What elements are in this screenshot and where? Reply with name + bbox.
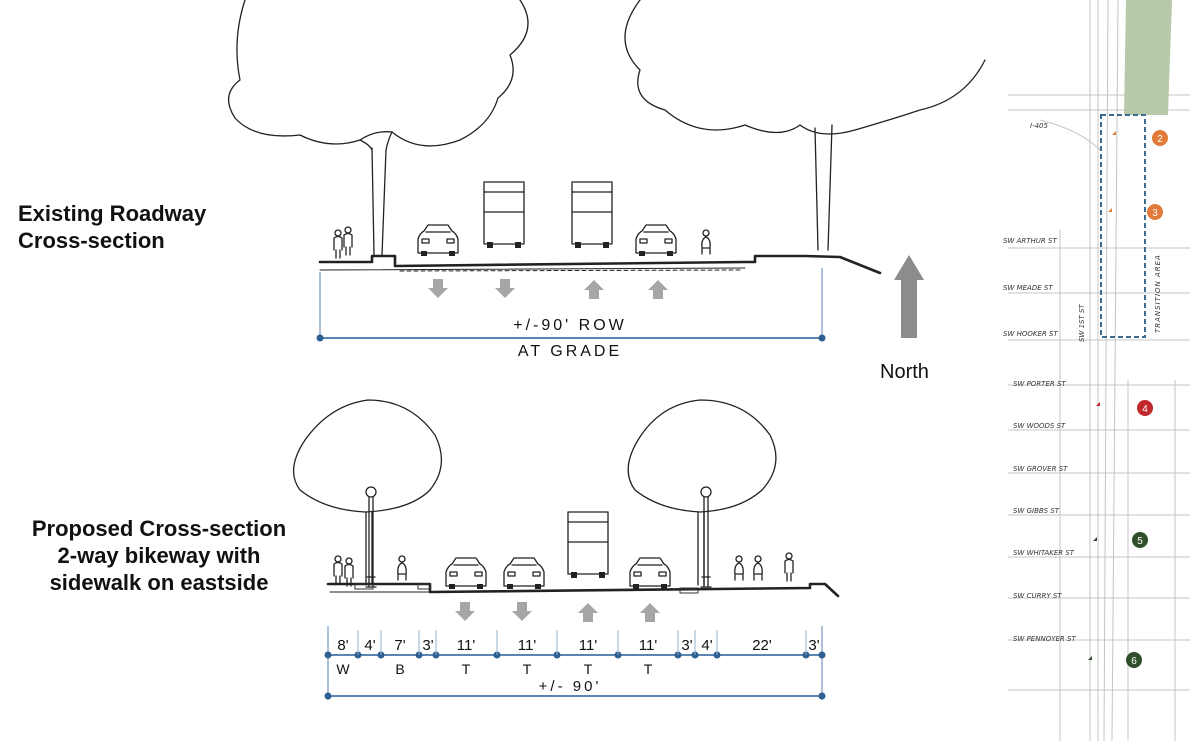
proposed-cross-section: 8' 4' 7' 3' 11' 11' 11' 11' 3' 4' 22' 3'… <box>293 399 840 700</box>
existing-grade-label: AT GRADE <box>518 343 622 360</box>
street-label: SW GROVER ST <box>1013 465 1068 473</box>
transition-area-label: TRANSITION AREA <box>1154 254 1162 333</box>
width-label: 11' <box>518 637 537 654</box>
proposed-width-labels: 8' 4' 7' 3' 11' 11' 11' 11' 3' 4' 22' 3' <box>337 637 819 654</box>
existing-section-title: Existing Roadway Cross-section <box>18 200 206 254</box>
street-label: SW PORTER ST <box>1013 380 1066 388</box>
north-arrow-icon <box>894 255 924 338</box>
proposed-code-labels: W B T T T T <box>336 661 652 677</box>
marker-number: 5 <box>1137 536 1143 547</box>
proposed-dimension-line <box>324 626 826 700</box>
existing-arrow-3 <box>584 280 604 299</box>
street-label: SW CURRY ST <box>1013 592 1062 600</box>
proposed-left-tree <box>293 399 442 586</box>
width-label: 11' <box>579 637 598 654</box>
existing-left-tree <box>228 0 529 256</box>
marker-number: 4 <box>1142 404 1148 415</box>
width-label: 8' <box>337 637 348 654</box>
proposed-title-line2: 2-way bikeway with <box>57 543 261 568</box>
width-label: 3' <box>422 637 433 654</box>
code-label: T <box>644 661 653 677</box>
map-marker-5[interactable]: 5 <box>1132 532 1148 548</box>
marker-number: 2 <box>1157 134 1163 145</box>
right-lamp-icon <box>700 486 712 588</box>
proposed-title-line3: sidewalk on eastside <box>49 570 269 595</box>
transition-area-box <box>1100 114 1146 338</box>
street-label: SW PENNOYER ST <box>1013 635 1076 643</box>
width-label: 3' <box>681 637 692 654</box>
location-map: I-405 SW ARTHUR ST SW MEADE ST SW HOOKER… <box>1000 0 1200 741</box>
width-label: 22' <box>752 637 772 654</box>
map-marker-4[interactable]: 4 <box>1137 400 1153 416</box>
north-label: North <box>880 361 929 383</box>
existing-right-tree <box>624 0 986 251</box>
marker-number: 6 <box>1131 656 1137 667</box>
width-label: 11' <box>457 637 476 654</box>
marker-number: 3 <box>1152 208 1158 219</box>
code-label: W <box>336 661 350 677</box>
proposed-title-line1: Proposed Cross-section <box>31 516 287 541</box>
existing-arrow-2 <box>495 279 515 298</box>
code-label: T <box>462 661 471 677</box>
proposed-section-title: Proposed Cross-section 2-way bikeway wit… <box>0 515 318 596</box>
width-label: 11' <box>639 637 658 654</box>
width-label: 4' <box>364 637 375 654</box>
street-label: SW WHITAKER ST <box>1013 549 1075 557</box>
street-label: SW WOODS ST <box>1013 422 1066 430</box>
existing-arrow-4 <box>648 280 668 299</box>
map-marker-3[interactable]: 3 <box>1147 204 1163 220</box>
existing-cross-section: +/-90' ROW AT GRADE <box>228 0 986 360</box>
left-lamp-icon <box>365 486 377 588</box>
freeway-label: I-405 <box>1030 122 1048 130</box>
street-label: SW ARTHUR ST <box>1003 237 1057 245</box>
code-label: T <box>523 661 532 677</box>
proposed-right-tree <box>627 399 777 586</box>
width-label: 3' <box>808 637 819 654</box>
width-label: 7' <box>394 637 405 654</box>
existing-title-line1: Existing Roadway <box>18 201 207 226</box>
existing-title-line2: Cross-section <box>18 228 165 253</box>
code-label: T <box>584 661 593 677</box>
existing-row-label: +/-90' ROW <box>513 317 627 334</box>
street-label: SW MEADE ST <box>1003 284 1053 292</box>
street-label: SW GIBBS ST <box>1013 507 1060 515</box>
street-label: SW HOOKER ST <box>1003 330 1058 338</box>
map-marker-6[interactable]: 6 <box>1126 652 1142 668</box>
proposed-total-label: +/- 90' <box>539 678 602 695</box>
cross-street-label: SW 1ST ST <box>1078 304 1086 342</box>
code-label: B <box>395 661 404 677</box>
map-marker-2[interactable]: 2 <box>1152 130 1168 146</box>
width-label: 4' <box>701 637 712 654</box>
existing-arrow-1 <box>428 279 448 298</box>
